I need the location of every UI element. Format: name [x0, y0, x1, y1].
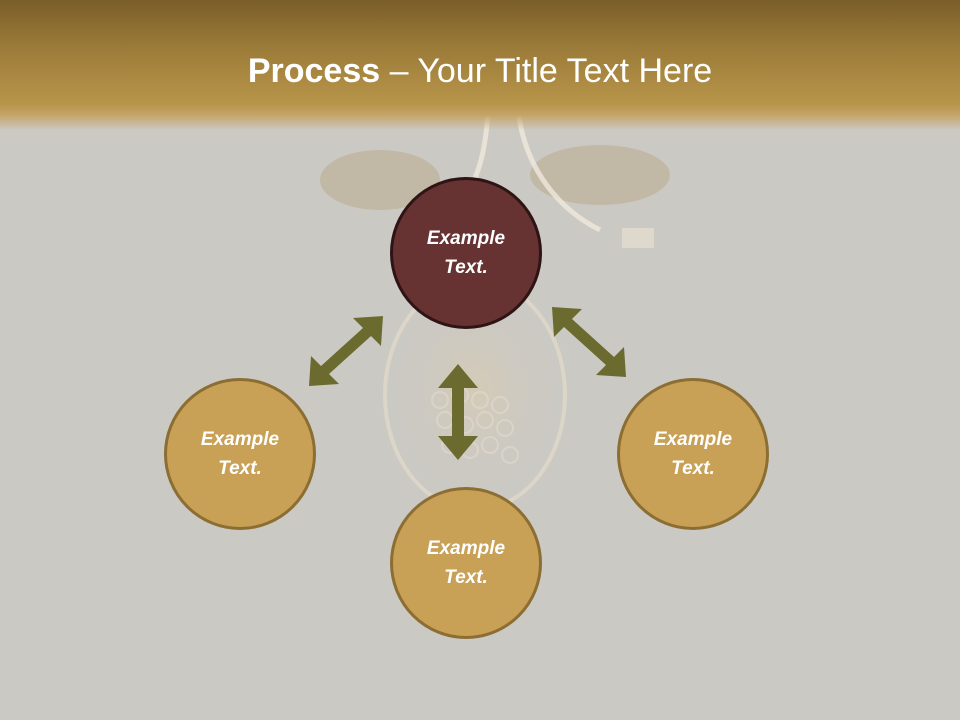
double-arrow-top-right-icon	[552, 307, 626, 377]
node-bottom-label: Example Text.	[426, 538, 506, 588]
slide-title[interactable]: Process – Your Title Text Here	[0, 52, 960, 91]
title-bold: Process	[247, 52, 381, 90]
double-arrow-top-left-icon	[309, 316, 383, 386]
double-arrow-vertical-icon	[438, 364, 478, 460]
process-node-bottom[interactable]: Example Text.	[390, 487, 542, 639]
title-banner	[0, 0, 960, 130]
node-top-label: Example Text.	[426, 228, 506, 278]
process-node-right[interactable]: Example Text.	[617, 378, 769, 530]
title-rest: – Your Title Text Here	[380, 52, 713, 90]
process-node-left[interactable]: Example Text.	[164, 378, 316, 530]
node-left-label: Example Text.	[200, 429, 280, 479]
process-node-top[interactable]: Example Text.	[390, 177, 542, 329]
node-right-label: Example Text.	[653, 429, 733, 479]
